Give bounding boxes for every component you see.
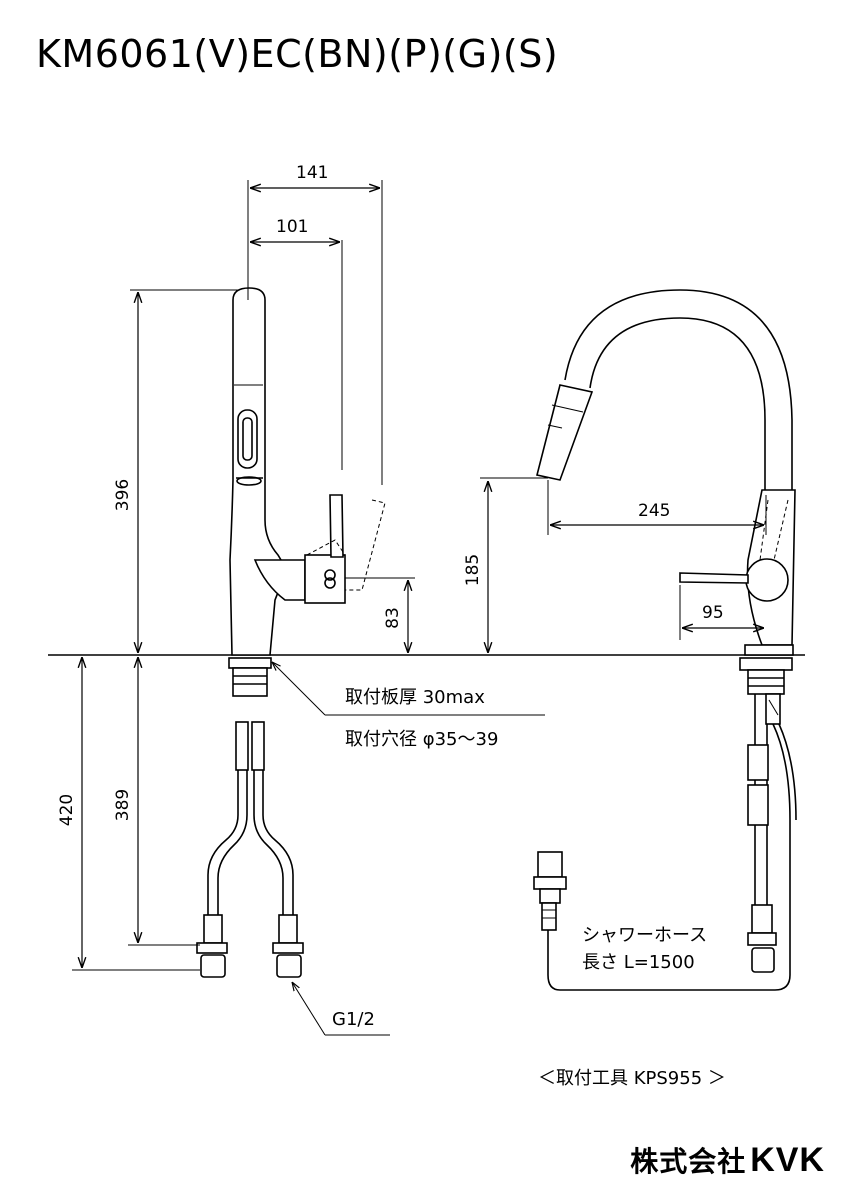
- leader-connector: [292, 982, 390, 1036]
- leader-plate: [272, 662, 545, 716]
- dim-141: 141: [296, 163, 328, 183]
- logo-brand: KVK: [750, 1141, 825, 1179]
- dim-396: 396: [113, 479, 133, 511]
- extension-lines-left: [72, 180, 415, 971]
- dim-185: 185: [463, 554, 483, 586]
- dim-95: 95: [702, 603, 724, 623]
- dim-420: 420: [57, 794, 77, 826]
- note-plate-thickness: 取付板厚 30max: [345, 687, 485, 708]
- note-tool: ＜取付工具 KPS955 ＞: [538, 1068, 726, 1089]
- logo-company: 株式会社: [630, 1145, 747, 1178]
- faucet-front-view: [196, 287, 386, 978]
- note-hole-diameter: 取付穴径 φ35～39: [345, 729, 498, 750]
- dim-245: 245: [638, 501, 670, 521]
- extension-lines-right: [480, 477, 767, 640]
- drawing-title: KM6061(V)EC(BN)(P)(G)(S): [36, 32, 559, 76]
- dim-101: 101: [276, 217, 308, 237]
- note-hose-line1: シャワーホース: [582, 925, 707, 946]
- faucet-side-view: [533, 289, 797, 991]
- dim-83: 83: [383, 607, 403, 629]
- note-hose-line2: 長さ L=1500: [582, 952, 695, 973]
- note-connector: G1/2: [332, 1009, 375, 1030]
- dim-389: 389: [113, 789, 133, 821]
